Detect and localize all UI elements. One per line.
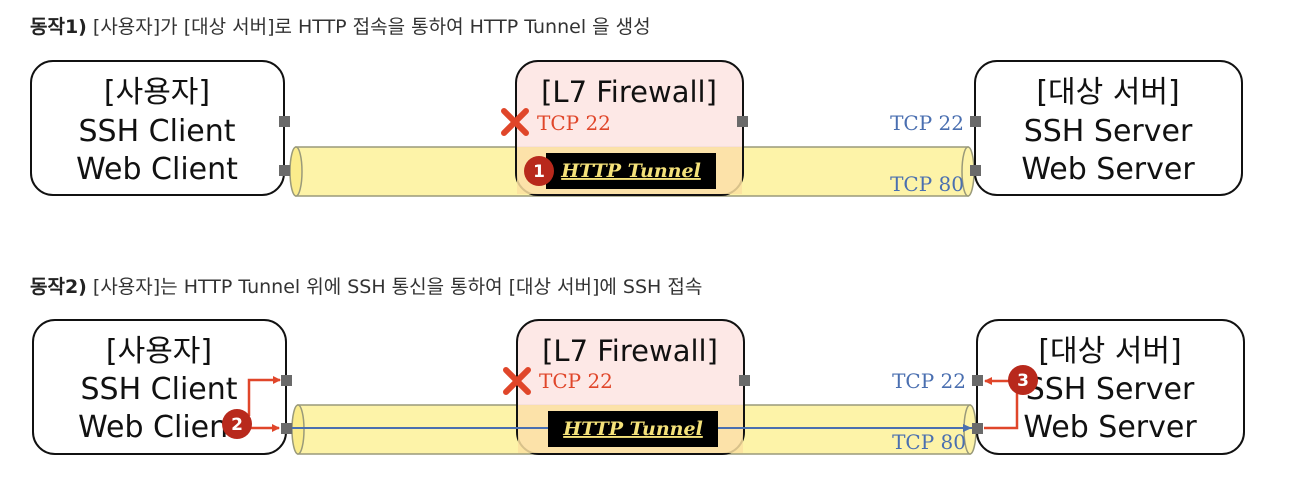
section2-step-badge-client-num: 2 (231, 415, 243, 435)
section1-port-user-ssh (279, 116, 290, 127)
section2-server-port-ssh-label: TCP 22 (892, 369, 966, 393)
section1-step-badge-num: 1 (533, 162, 545, 182)
section2-server-web: Web Server (1023, 410, 1197, 445)
section2-user-ssh: SSH Client (80, 372, 237, 407)
section2-port-user-ssh (281, 375, 292, 386)
section2-caption-text: [사용자]는 HTTP Tunnel 위에 SSH 통신을 통하여 [대상 서버… (86, 276, 703, 298)
section2-port-firewall (739, 375, 750, 386)
section2-step-badge-server-num: 3 (1017, 371, 1029, 391)
section2-step-badge-client: 2 (222, 409, 252, 439)
section1-user-ssh: SSH Client (78, 114, 235, 149)
section2-server-arrow (984, 377, 1019, 430)
section1-tunnel-label: HTTP Tunnel (560, 160, 701, 182)
section1-blocked-x-icon (501, 108, 529, 136)
section2-caption: 동작2) [사용자]는 HTTP Tunnel 위에 SSH 통신을 통하여 [… (30, 272, 702, 299)
section2-client-arrow-ssh (247, 376, 281, 416)
section2-tunnel-label: HTTP Tunnel (562, 418, 703, 440)
section1-port-firewall (737, 116, 748, 127)
section1-blocked-port-label: TCP 22 (537, 111, 611, 135)
section2-diagram: [사용자] SSH Client Web Client [L7 Firewall… (32, 319, 1245, 455)
section1-diagram: [사용자] SSH Client Web Client [L7 Firewall… (30, 60, 1243, 197)
section2-caption-bold: 동작2) (30, 276, 87, 298)
section1-caption-text: [사용자]가 [대상 서버]로 HTTP 접속을 통하여 HTTP Tunnel… (86, 16, 651, 38)
section1-user-box: [사용자] SSH Client Web Client (30, 60, 285, 196)
section1-server-title: [대상 서버] (1036, 75, 1179, 110)
section1-server-port-ssh-label: TCP 22 (890, 111, 964, 135)
section2-port-user-web (281, 423, 292, 434)
section1-port-server-ssh (970, 116, 981, 127)
section1-server-box: [대상 서버] SSH Server Web Server (974, 60, 1243, 196)
section2-port-server-ssh (972, 375, 983, 386)
section2-step-badge-server: 3 (1008, 365, 1038, 395)
section1-server-ssh: SSH Server (1024, 114, 1193, 149)
section2-user-title: [사용자] (106, 334, 212, 369)
section2-port-server-web (972, 423, 983, 434)
section1-port-user-web (279, 165, 290, 176)
section1-port-server-web (970, 165, 981, 176)
section1-caption-bold: 동작1) (30, 16, 87, 38)
section1-server-web: Web Server (1021, 152, 1195, 187)
section2-server-box: [대상 서버] SSH Server Web Server (976, 319, 1245, 455)
section1-step-badge: 1 (524, 156, 554, 186)
section2-server-port-web-label: TCP 80 (892, 430, 966, 454)
section1-caption: 동작1) [사용자]가 [대상 서버]로 HTTP 접속을 통하여 HTTP T… (30, 12, 651, 39)
section2-firewall-title: [L7 Firewall] (542, 334, 718, 368)
section2-server-ssh: SSH Server (1026, 372, 1195, 407)
section1-firewall-title: [L7 Firewall] (541, 75, 717, 109)
section2-user-web: Web Client (78, 410, 240, 445)
section1-user-web: Web Client (76, 152, 238, 187)
section1-user-title: [사용자] (104, 75, 210, 110)
section2-blocked-x-icon (503, 367, 531, 395)
section2-blocked-port-label: TCP 22 (539, 369, 613, 393)
section2-tunnel-label-bg (548, 411, 718, 447)
section1-server-port-web-label: TCP 80 (890, 172, 964, 196)
section2-server-title: [대상 서버] (1038, 334, 1181, 369)
section1-tunnel-label-bg (546, 153, 716, 189)
